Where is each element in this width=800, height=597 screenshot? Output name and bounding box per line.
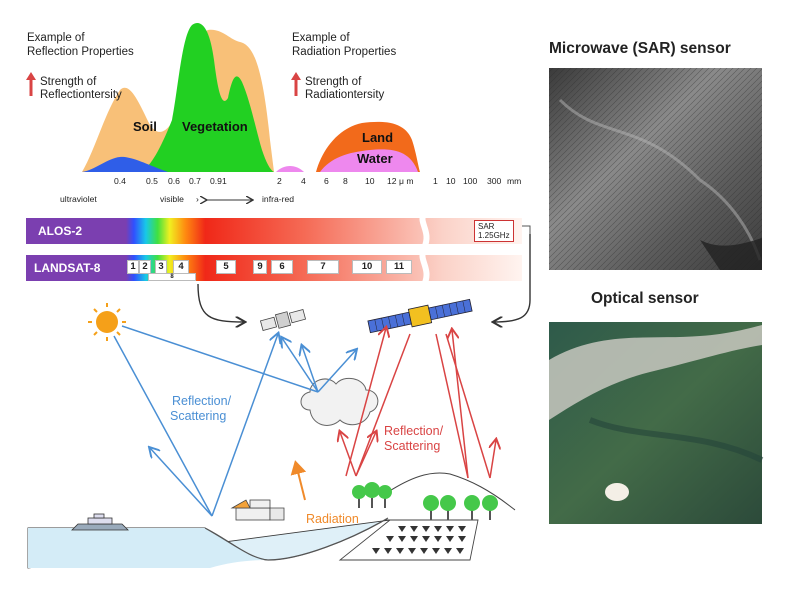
radiation-label: Radiation: [306, 512, 359, 526]
reflection-title-line1: Example of: [27, 32, 85, 44]
landsat-to-optical-arrow: [197, 283, 244, 322]
reflection-label-right-line1: Reflection/: [384, 424, 444, 438]
ship-icon: [71, 513, 129, 531]
band-box: 4: [173, 260, 189, 274]
reflection-strength-line1: Strength of: [40, 76, 97, 88]
optical-satellite-icon: [259, 308, 307, 332]
vegetation-reflection-curve: [140, 23, 274, 172]
band-box: 7: [307, 260, 339, 274]
house-icon: [230, 499, 285, 521]
tick-label: 0.5: [146, 176, 158, 186]
band-box: 11: [386, 260, 412, 274]
alos-to-sar-arrow: [494, 234, 531, 322]
radiation-strength-line1: Strength of: [305, 76, 362, 88]
tick-label: 0.6: [168, 176, 180, 186]
microwave-sensor-title: Microwave (SAR) sensor: [549, 40, 731, 57]
band-box: 9: [253, 260, 267, 274]
sar-frequency-box: SAR 1.25GHz: [474, 220, 514, 242]
tick-unit-label: μ m: [399, 176, 414, 186]
blue-reflection-arrows: [113, 325, 356, 517]
tick-label: 4: [301, 176, 306, 186]
tick-label: 6: [324, 176, 329, 186]
tick-label: 1: [433, 176, 438, 186]
water-reflection-curve: [82, 156, 168, 172]
tick-label: 2: [277, 176, 282, 186]
band-box: 6: [271, 260, 293, 274]
reflection-strength-line2: Reflectiontersity: [40, 89, 122, 101]
tick-label: 0.91: [210, 176, 227, 186]
reflection-label-right-line2: Scattering: [384, 439, 441, 453]
trees-left: [352, 482, 392, 508]
reflection-strength-arrow: [26, 72, 36, 96]
sar-satellite-icon: [367, 298, 473, 334]
reflection-title-line2: Reflection Properties: [27, 46, 134, 58]
radiation-strength-line2: Radiationtersity: [305, 89, 385, 101]
tick-label: 100: [463, 176, 478, 186]
band-box: 10: [352, 260, 382, 274]
sar-line1: SAR: [478, 222, 495, 231]
visible-label: visible: [160, 194, 184, 204]
band-box: 1: [127, 260, 139, 274]
tick-label: 8: [343, 176, 348, 186]
radiation-strength-arrow: [291, 72, 301, 96]
sar-image: [549, 68, 762, 270]
land-label: Land: [362, 130, 394, 145]
reflection-label-left-line1: Reflection/: [172, 394, 232, 408]
tick-label: 0.4: [114, 176, 126, 186]
radiation-arrow: [290, 460, 307, 501]
landsat8-label: LANDSAT-8: [34, 261, 101, 275]
ground-line: [204, 517, 389, 561]
trees-right: [423, 495, 498, 520]
tick-label: 300: [487, 176, 502, 186]
visible-arrow: ›: [196, 194, 199, 204]
panchromatic-band-box: 8: [148, 273, 196, 281]
band-box: 5: [216, 260, 236, 274]
radiation-title-line2: Radiation Properties: [292, 46, 397, 58]
sun-icon: [88, 303, 126, 341]
reflection-label-left-line2: Scattering: [170, 409, 227, 423]
band-box: 3: [155, 260, 167, 274]
hill-outline: [387, 472, 516, 511]
radiation-base-curve: [276, 166, 304, 172]
soil-label: Soil: [133, 119, 157, 134]
infrared-label: infra-red: [262, 194, 294, 204]
tick-unit-label: mm: [507, 176, 522, 186]
tick-label: 10: [446, 176, 456, 186]
tick-label: 12: [387, 176, 397, 186]
water-label: Water: [357, 151, 393, 166]
field-icon: [338, 519, 479, 561]
ultraviolet-label: ultraviolet: [60, 194, 97, 204]
radiation-title-line1: Example of: [292, 32, 350, 44]
alos2-label: ALOS-2: [38, 224, 83, 238]
sar-line2: 1.25GHz: [478, 231, 510, 240]
tick-label: 0.7: [189, 176, 201, 186]
vegetation-label: Vegetation: [182, 119, 248, 134]
band-box: 2: [139, 260, 151, 274]
red-reflection-arrows: [340, 328, 496, 479]
optical-sensor-title: Optical sensor: [591, 290, 699, 307]
tick-label: 10: [365, 176, 375, 186]
alos2-band-bar: [26, 212, 531, 250]
water-radiation-curve: [320, 149, 418, 172]
optical-image: [549, 322, 764, 524]
